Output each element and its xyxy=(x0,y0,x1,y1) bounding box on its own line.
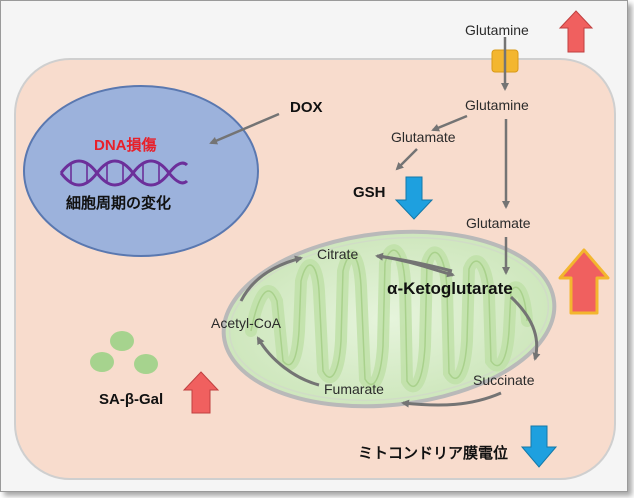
nucleus xyxy=(23,85,259,257)
mito-membrane-potential-label: ミトコンドリア膜電位 xyxy=(358,445,509,462)
glutamate-left-label: Glutamate xyxy=(391,129,456,145)
tca-cycle-arrows xyxy=(239,252,541,408)
sa-beta-gal-granules xyxy=(90,331,158,374)
glutamate-right-label: Glutamate xyxy=(466,215,531,231)
akg-label: α-Ketoglutarate xyxy=(387,279,513,298)
dox-label: DOX xyxy=(290,99,323,116)
pathway-diagram: Glutamine Glutamine Glutamate GSH Glutam… xyxy=(0,0,628,492)
fumarate-label: Fumarate xyxy=(324,381,384,397)
citrate-label: Citrate xyxy=(317,246,359,262)
succinate-label: Succinate xyxy=(473,372,535,388)
sa-beta-gal-up-arrow-icon xyxy=(182,371,220,414)
sa-beta-gal-label: SA-β-Gal xyxy=(99,391,164,408)
mito-potential-down-arrow-icon xyxy=(520,425,558,468)
dna-damage-label: DNA損傷 xyxy=(94,137,157,154)
gsh-down-arrow-icon xyxy=(394,176,434,220)
acetyl-coa-label: Acetyl-CoA xyxy=(211,315,282,331)
glutamine-outside-label: Glutamine xyxy=(465,22,529,38)
diagram-canvas xyxy=(14,10,616,480)
gsh-label: GSH xyxy=(353,184,386,201)
glutamine-up-arrow-icon xyxy=(558,10,594,53)
pathway-arrows xyxy=(209,37,510,275)
dna-helix-icon xyxy=(59,159,189,187)
akg-up-arrow-icon xyxy=(558,248,610,315)
cell-cycle-change-label: 細胞周期の変化 xyxy=(66,195,172,212)
mitochondrion xyxy=(221,229,557,409)
glutamine-inside-label: Glutamine xyxy=(465,97,529,113)
